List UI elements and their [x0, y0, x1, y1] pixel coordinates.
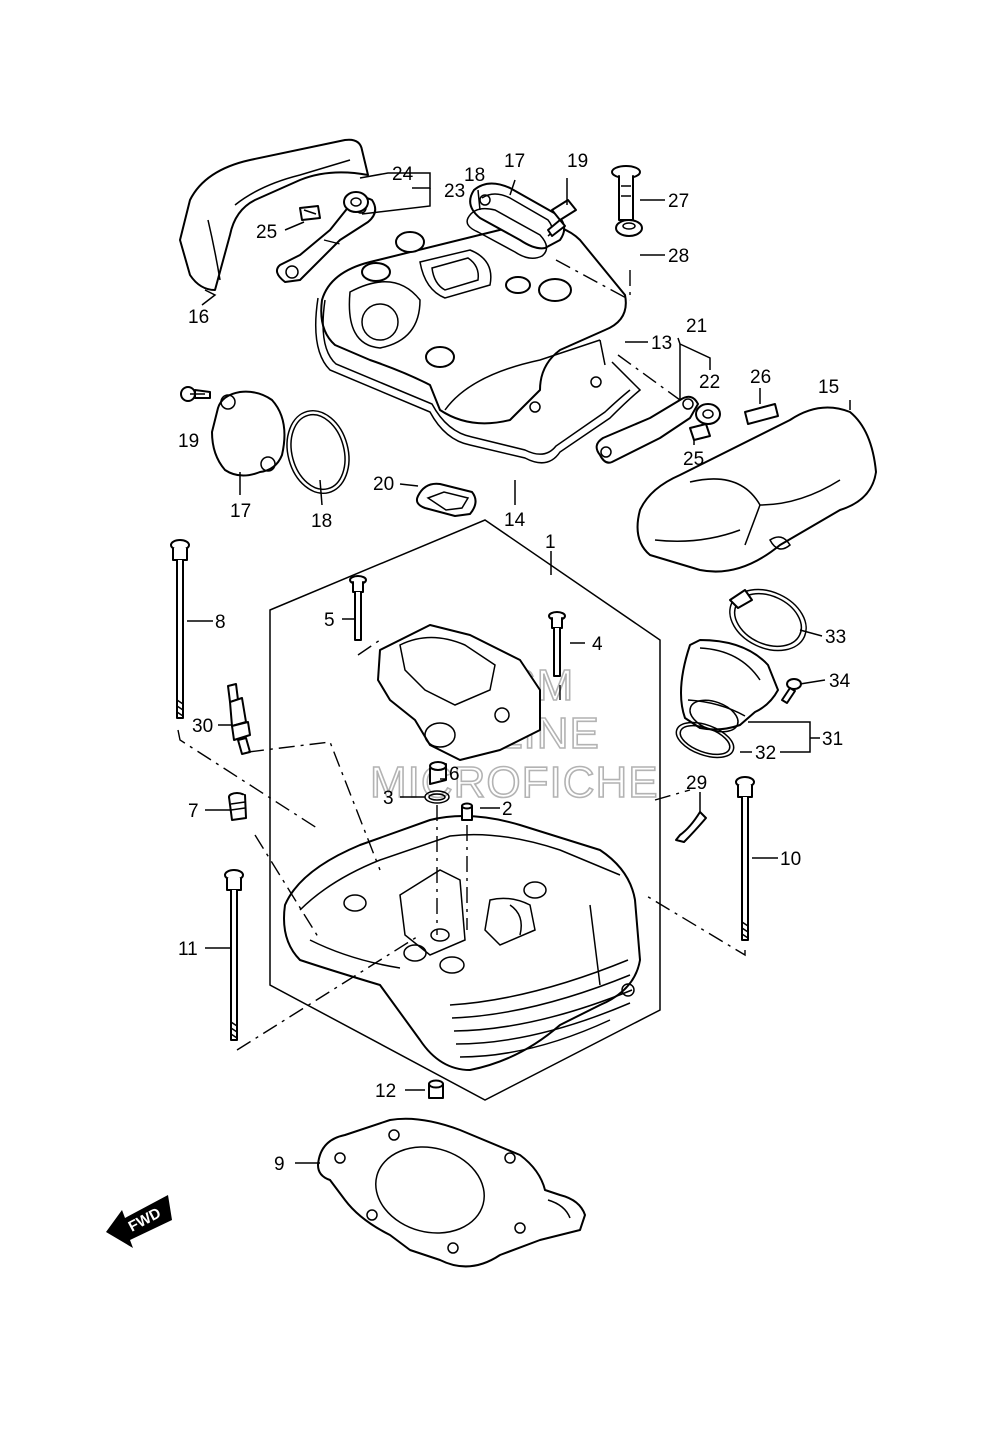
part-20-small-gasket[interactable] [415, 482, 477, 517]
part-14-head-cover-gasket[interactable] [315, 297, 642, 464]
part-18-oring-upper[interactable] [466, 207, 548, 259]
part-32-oring[interactable] [672, 716, 739, 765]
part-8-long-bolt[interactable] [170, 539, 190, 719]
label-5: 5 [324, 610, 335, 631]
part-13-cylinder-head-cover[interactable] [320, 223, 627, 425]
label-19-upper: 19 [567, 151, 588, 172]
label-13: 13 [651, 333, 672, 354]
assembly-lines [177, 239, 746, 1051]
part-5-bolt[interactable] [349, 575, 367, 641]
label-18-lower: 18 [311, 511, 332, 532]
part-2-dowel-pin[interactable] [461, 802, 473, 821]
label-1: 1 [545, 532, 556, 553]
part-17-cap-lower[interactable] [211, 390, 286, 477]
label-28: 28 [668, 246, 689, 267]
label-25-lower: 25 [683, 449, 704, 470]
label-2: 2 [502, 799, 513, 820]
label-19-lower: 19 [178, 431, 199, 452]
label-23: 23 [444, 181, 465, 202]
part-9-head-gasket[interactable] [317, 1117, 586, 1268]
part-27-shoulder-bolt[interactable] [611, 165, 641, 233]
label-9: 9 [274, 1154, 285, 1175]
label-14: 14 [504, 510, 526, 531]
label-22: 22 [699, 372, 720, 393]
label-6: 6 [449, 764, 460, 785]
part-10-long-bolt[interactable] [735, 776, 755, 941]
part-18-oring-lower[interactable] [278, 404, 358, 501]
part-19-bolt-upper[interactable] [547, 199, 577, 237]
label-34: 34 [829, 671, 851, 692]
label-29: 29 [686, 773, 707, 794]
part-33-clamp[interactable] [720, 578, 816, 663]
part-26-label-pad[interactable] [744, 403, 779, 425]
label-18-upper: 18 [464, 165, 485, 186]
part-16-side-cover[interactable] [179, 138, 369, 291]
label-32: 32 [755, 743, 776, 764]
label-3: 3 [383, 788, 394, 809]
part-6-cap[interactable] [429, 761, 447, 785]
label-21: 21 [686, 316, 707, 337]
part-28-washer[interactable] [615, 219, 643, 237]
label-33: 33 [825, 627, 846, 648]
part-12-dowel-pin[interactable] [428, 1079, 444, 1099]
part-1-box-outline [269, 519, 661, 1101]
label-26: 26 [750, 367, 771, 388]
label-10: 10 [780, 849, 801, 870]
part-7-adjuster[interactable] [228, 792, 247, 821]
part-22-grommet-lower[interactable] [695, 403, 721, 425]
leader-lines [187, 172, 851, 1164]
label-17-upper: 17 [504, 151, 525, 172]
part-11-long-bolt[interactable] [224, 869, 244, 1041]
part-25-bolt-lower[interactable] [689, 423, 711, 441]
label-4: 4 [592, 634, 603, 655]
part-30-spark-plug[interactable] [227, 683, 251, 755]
part-29-clip[interactable] [675, 811, 707, 843]
label-24: 24 [392, 164, 414, 185]
part-1-cylinder-head[interactable] [283, 624, 641, 1071]
label-15: 15 [818, 377, 839, 398]
fwd-arrow-icon: FWD [106, 1195, 172, 1248]
label-7: 7 [188, 801, 199, 822]
part-21-bracket-lower[interactable] [595, 395, 699, 464]
part-4-bolt[interactable] [548, 611, 566, 677]
part-34-screw[interactable] [781, 678, 802, 704]
watermark-line3: MICROFICHE [370, 758, 659, 807]
label-27: 27 [668, 191, 689, 212]
part-25-bolt-upper[interactable] [299, 205, 321, 221]
label-31: 31 [822, 729, 843, 750]
label-8: 8 [215, 612, 226, 633]
label-25-upper: 25 [256, 222, 277, 243]
label-16: 16 [188, 307, 209, 328]
label-17-lower: 17 [230, 501, 251, 522]
label-30: 30 [192, 716, 213, 737]
part-24-grommet-upper[interactable] [343, 191, 369, 213]
label-12: 12 [375, 1081, 396, 1102]
part-number-labels: 1 2 3 4 5 6 7 8 9 10 11 12 13 14 15 16 1… [178, 151, 851, 1175]
label-20: 20 [373, 474, 394, 495]
part-15-top-cover[interactable] [636, 406, 877, 573]
label-11: 11 [178, 939, 198, 960]
part-31-intake-pipe[interactable] [680, 639, 779, 738]
